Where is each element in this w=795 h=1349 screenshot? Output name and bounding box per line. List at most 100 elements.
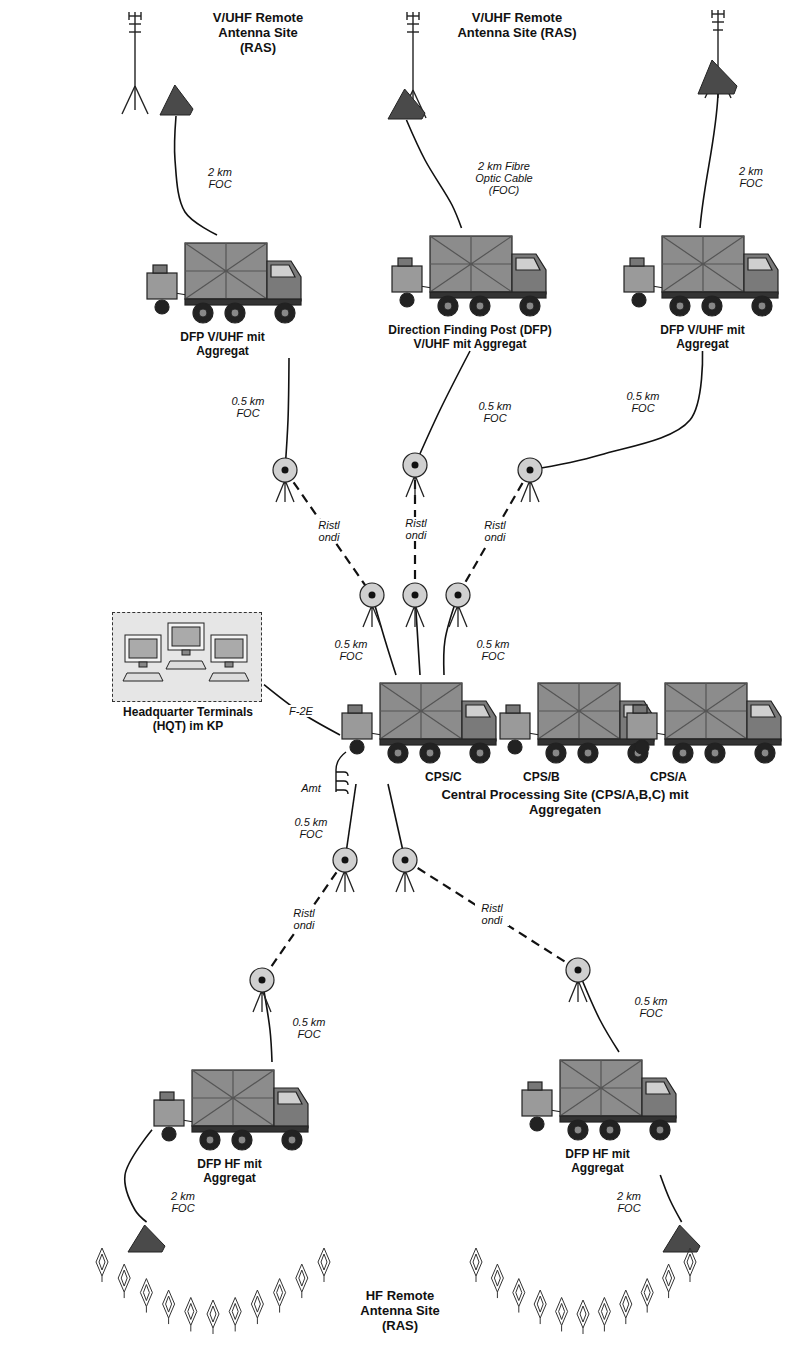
fibre-cable bbox=[125, 1130, 152, 1222]
radio-dish bbox=[393, 848, 417, 892]
terminal-frame bbox=[112, 612, 262, 702]
link-label: 2 km FOC bbox=[197, 166, 243, 190]
processing-truck: CPS/A bbox=[625, 675, 785, 784]
truck-illustration bbox=[152, 1062, 312, 1154]
cable-note: 0.5 km FOC bbox=[286, 1016, 332, 1040]
cable-link bbox=[262, 784, 356, 1062]
radio-dish bbox=[518, 458, 542, 502]
link-label: F-2E bbox=[284, 705, 318, 717]
radio-link bbox=[262, 860, 345, 980]
cable-link bbox=[388, 784, 619, 1052]
direction-finding-truck: DFP HF mit Aggregat bbox=[152, 1062, 312, 1185]
cable-note: 0.5 km FOC bbox=[328, 638, 374, 662]
headquarter-terminals: Headquarter Terminals (HQT) im KP bbox=[112, 612, 264, 733]
fibre-cable bbox=[700, 94, 718, 228]
radio-dish bbox=[273, 458, 297, 502]
fibre-cable bbox=[345, 784, 356, 860]
cable-note: 0.5 km FOC bbox=[288, 816, 334, 840]
node-label: Central Processing Site (CPS/A,B,C) mit … bbox=[420, 787, 710, 817]
truck-illustration bbox=[520, 1052, 680, 1144]
antenna-shelter bbox=[698, 60, 737, 94]
node-label: DFP HF mit Aggregat bbox=[555, 1147, 640, 1175]
cable-note: 0.5 km FOC bbox=[470, 638, 516, 662]
truck-illustration bbox=[340, 675, 500, 767]
hf-antenna-site: HF Remote Antenna Site (RAS) bbox=[90, 1222, 705, 1344]
cable-link bbox=[444, 351, 703, 675]
processing-site-group: CPS/C CPS/B CPS/A Central Processing Site (… bbox=[340, 675, 785, 817]
node-label: CPS/C bbox=[425, 770, 480, 784]
fibre-cable bbox=[372, 595, 396, 675]
fibre-cable bbox=[530, 351, 703, 470]
direction-finding-truck: Direction Finding Post (DFP) V/UHF mit A… bbox=[385, 228, 555, 351]
antenna-mast bbox=[705, 10, 731, 98]
link-label: Ristl ondi bbox=[475, 902, 509, 926]
radio-link bbox=[405, 860, 578, 970]
node-label: HF Remote Antenna Site (RAS) bbox=[342, 1288, 458, 1333]
truck-illustration bbox=[390, 228, 550, 320]
terminal-illustration bbox=[113, 613, 260, 700]
cable-note: 0.5 km FOC bbox=[472, 400, 518, 424]
cable-note: 0.5 km FOC bbox=[628, 995, 674, 1019]
fibre-cable bbox=[388, 784, 405, 860]
node-label: CPS/B bbox=[523, 770, 578, 784]
link-label: 2 km FOC bbox=[160, 1190, 206, 1214]
radio-link bbox=[285, 470, 372, 595]
direction-finding-truck: DFP V/UHF mit Aggregat bbox=[620, 228, 785, 351]
radio-dish bbox=[250, 968, 274, 1012]
truck-illustration bbox=[622, 228, 782, 320]
fibre-cable bbox=[444, 595, 458, 675]
node-label: Headquarter Terminals (HQT) im KP bbox=[112, 705, 264, 733]
fibre-cable bbox=[578, 970, 619, 1052]
node-label: CPS/A bbox=[650, 770, 705, 784]
cable-note: 0.5 km FOC bbox=[620, 390, 666, 414]
link-label: Ristl ondi bbox=[312, 519, 346, 543]
remote-antenna-site: V/UHF Remote Antenna Site (RAS) bbox=[120, 6, 320, 116]
radio-dish bbox=[403, 583, 427, 627]
cable-link bbox=[406, 120, 461, 228]
cable-note: 2 km FOC bbox=[728, 165, 774, 189]
direction-finding-truck: DFP V/UHF mit Aggregat bbox=[145, 235, 305, 358]
cable-note: 0.5 km FOC bbox=[225, 395, 271, 419]
fibre-cable bbox=[262, 980, 272, 1062]
radio-dish bbox=[566, 958, 590, 1002]
truck-illustration bbox=[145, 235, 305, 327]
radio-dish bbox=[446, 583, 470, 627]
processing-truck: CPS/C bbox=[340, 675, 500, 784]
fibre-cable bbox=[264, 685, 340, 735]
cable-note: Amt bbox=[294, 782, 328, 794]
radio-dish bbox=[333, 848, 357, 892]
node-label: DFP HF mit Aggregat bbox=[187, 1157, 272, 1185]
telephone-line-symbol bbox=[336, 752, 348, 794]
antenna-shelter bbox=[160, 85, 193, 115]
direction-finding-truck: DFP HF mit Aggregat bbox=[520, 1052, 685, 1175]
node-label: V/UHF Remote Antenna Site (RAS) bbox=[457, 10, 577, 40]
radio-dish bbox=[360, 583, 384, 627]
antenna-shelter bbox=[128, 1225, 165, 1252]
fibre-cable bbox=[660, 1175, 681, 1222]
node-label: DFP V/UHF mit Aggregat bbox=[180, 330, 265, 358]
antenna-mast bbox=[122, 12, 148, 114]
node-label: DFP V/UHF mit Aggregat bbox=[660, 323, 745, 351]
node-label: V/UHF Remote Antenna Site (RAS) bbox=[200, 10, 316, 55]
radio-link bbox=[458, 470, 530, 595]
link-label: 2 km FOC bbox=[606, 1190, 652, 1214]
cable-link bbox=[285, 358, 396, 675]
cable-link bbox=[660, 1175, 681, 1222]
link-label: Ristl ondi bbox=[399, 517, 433, 541]
cable-link bbox=[415, 351, 470, 675]
fibre-cable bbox=[415, 595, 420, 675]
radio-dish bbox=[403, 453, 427, 497]
node-label: Direction Finding Post (DFP) V/UHF mit A… bbox=[385, 323, 555, 351]
cable-link bbox=[264, 685, 340, 735]
truck-illustration bbox=[625, 675, 785, 767]
antenna-shelter bbox=[663, 1225, 700, 1252]
link-label: Ristl ondi bbox=[287, 907, 321, 931]
link-label: Ristl ondi bbox=[478, 519, 512, 543]
fibre-cable bbox=[285, 358, 289, 470]
link-label: 2 km Fibre Optic Cable (FOC) bbox=[470, 160, 538, 196]
fibre-cable bbox=[406, 120, 461, 228]
cable-link bbox=[125, 1130, 152, 1222]
fibre-cable bbox=[415, 351, 470, 465]
antenna-shelter bbox=[388, 89, 425, 119]
